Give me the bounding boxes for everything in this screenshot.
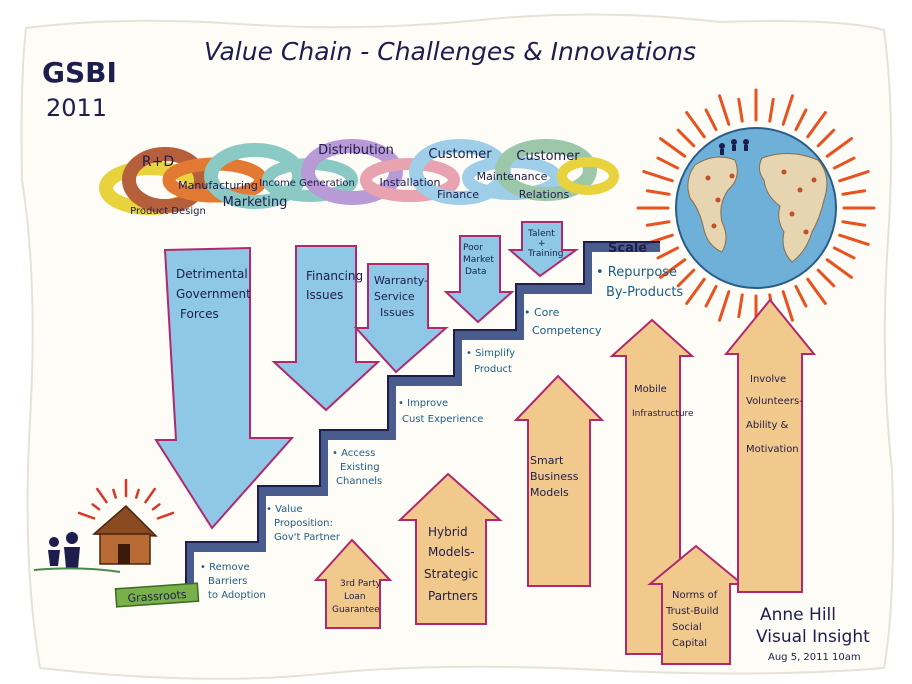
challenge-market-line3: Data [465,267,487,277]
challenge-govt-line2: Government [176,287,251,301]
innov-vol-line4: Motivation [746,444,799,455]
signature-date: Aug 5, 2011 10am [768,652,861,663]
chain-label-relations: Relations [519,188,570,201]
challenge-warranty-line3: Issues [380,306,414,319]
step-5-line2: Product [474,364,512,375]
innov-mobile-line2: Infrastructure [632,409,694,419]
challenge-talent-line2: + [538,239,546,249]
step-6-line1: • Core [524,306,560,319]
challenge-financing-line1: Financing [306,269,363,283]
chain-label-customer-2: Customer [516,149,580,164]
signature-name: Anne Hill [760,605,836,625]
innov-norms-line1: Norms of [672,590,718,601]
step-1-line3: to Adoption [208,590,266,601]
innov-norms-line3: Social [672,622,702,633]
challenge-market-line1: Poor [463,243,483,253]
challenge-govt-line1: Detrimental [176,267,248,281]
chain-label-customer-1: Customer [428,147,492,162]
step-3-line1: • Access [332,448,375,459]
step-3-line3: Channels [336,476,382,487]
innov-smart-line3: Models [530,486,569,499]
innov-third-line1: 3rd Party [340,579,382,589]
challenge-talent-line1: Talent [527,229,555,239]
step-7-line1: • Repurpose [596,265,677,280]
step-2-line2: Proposition: [274,518,333,529]
innov-norms-line2: Trust-Build [665,606,719,617]
innov-hybrid-line1: Hybrid [428,525,468,539]
innov-hybrid-line3: Strategic [424,567,478,581]
challenge-warranty-line2: Service [374,290,415,303]
challenge-financing-line2: Issues [306,288,343,302]
challenge-market-line2: Market [463,255,494,265]
step-6-line2: Competency [532,324,602,337]
innov-smart-line2: Business [530,470,579,483]
challenge-talent-line3: Training [527,249,564,259]
step-1-line2: Barriers [208,576,247,587]
challenge-warranty-line1: Warranty- [374,274,428,287]
step-4-line1: • Improve [398,398,448,409]
innov-smart-line1: Smart [530,454,564,467]
page-title: Value Chain - Challenges & Innovations [204,37,696,66]
step-1-line1: • Remove [200,562,250,573]
chain-label-installation: Installation [380,176,441,189]
chain-label-finance: Finance [437,188,479,201]
step-3-line2: Existing [340,462,380,473]
scale-label: Scale [608,241,647,256]
step-2-line3: Gov't Partner [274,532,341,543]
chain-label-income-generation: Income Generation [259,178,355,189]
innov-hybrid-line4: Partners [428,589,478,603]
step-4-line2: Cust Experience [402,414,483,425]
innov-third-line3: Guarantee [332,605,380,615]
hut-door-icon [118,544,130,564]
step-5-line1: • Simplify [466,348,515,359]
innov-mobile-line1: Mobile [634,384,667,395]
chain-label-maintenance: Maintenance [477,170,548,183]
chain-label-rd: R+D [142,154,174,170]
innov-vol-line3: Ability & [746,420,789,431]
step-2-line1: • Value [266,504,303,515]
innov-hybrid-line2: Models- [428,545,475,559]
org-label: GSBI [42,56,117,89]
chain-label-distribution: Distribution [318,143,394,158]
step-7-line2: By-Products [606,285,683,300]
chain-label-manufacturing: Manufacturing [178,179,258,192]
year-label: 2011 [46,94,107,122]
innov-third-line2: Loan [344,592,366,602]
signature-company: Visual Insight [756,627,870,647]
innov-vol-line1: Involve [750,374,786,385]
chain-label-product-design: Product Design [130,206,206,217]
innov-vol-line2: Volunteers- [746,396,803,407]
innov-norms-line4: Capital [672,638,707,649]
chain-label-marketing: Marketing [223,195,288,210]
challenge-govt-line3: Forces [180,307,219,321]
